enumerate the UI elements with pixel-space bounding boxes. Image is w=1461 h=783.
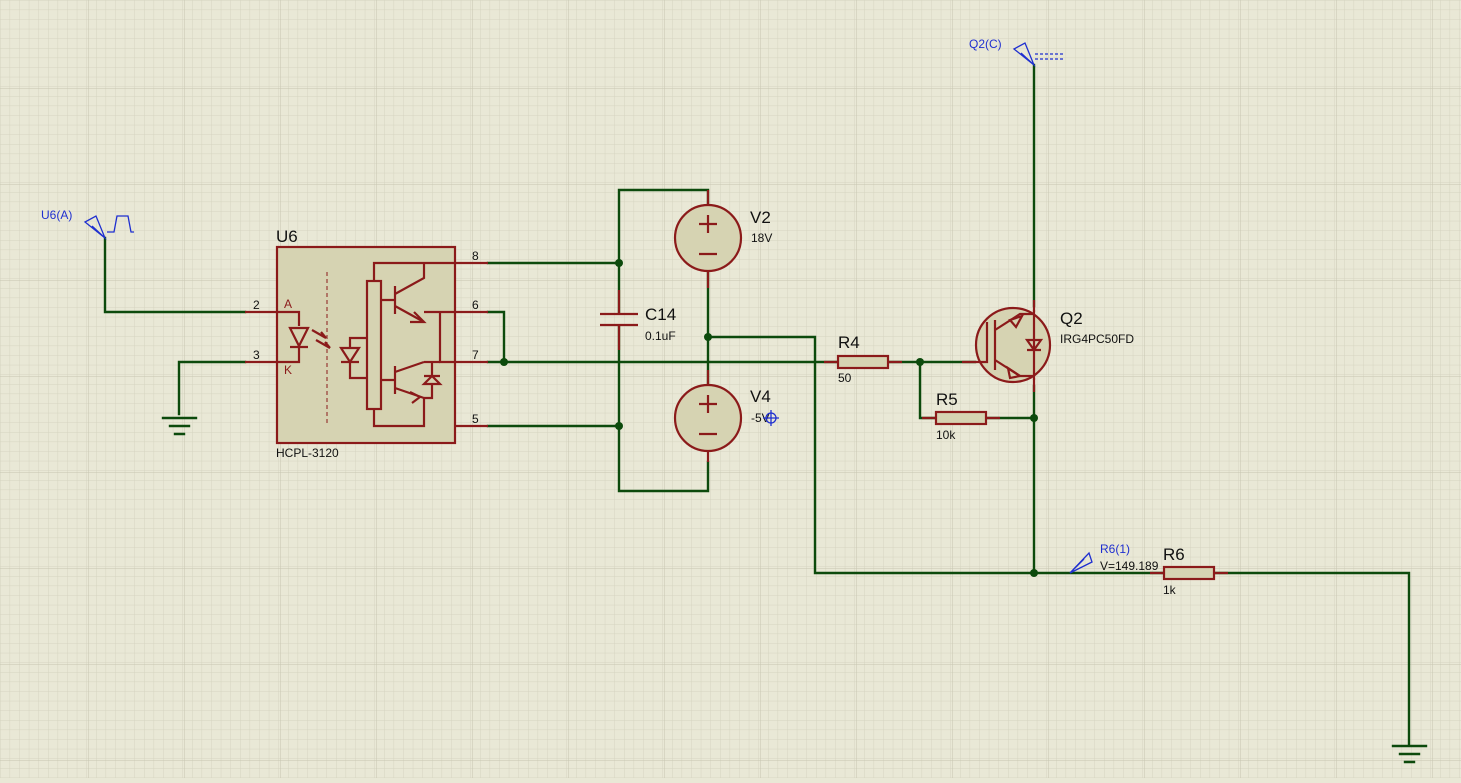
- u6-optocoupler[interactable]: U6 HCPL-3120 2 3 8 6 7 5 A K: [245, 227, 488, 460]
- wire-vee-loop[interactable]: [617, 325, 710, 493]
- q2-value: IRG4PC50FD: [1060, 332, 1134, 346]
- probe-r6-1-label: R6(1): [1100, 542, 1130, 556]
- v2-value: 18V: [751, 231, 772, 245]
- junctions: [500, 259, 1038, 577]
- wire-pin6-to-pin7[interactable]: [486, 310, 506, 364]
- junction-dot: [615, 422, 623, 430]
- resistor-icon: [934, 410, 988, 426]
- probe-icon: [1012, 42, 1036, 68]
- plus-icon: [699, 395, 717, 413]
- probe-u6a-label: U6(A): [41, 208, 72, 222]
- r5-resistor[interactable]: R5 10k: [922, 390, 1000, 442]
- u6-pin7-number: 7: [472, 348, 479, 362]
- r4-resistor[interactable]: R4 50: [824, 333, 902, 385]
- wire-u6a-input[interactable]: [103, 236, 247, 314]
- wire-emitter-ref[interactable]: [706, 335, 1036, 575]
- c14-value: 0.1uF: [645, 329, 676, 343]
- r4-ref: R4: [838, 333, 860, 352]
- led-icon: [277, 310, 331, 364]
- u6-pin3-number: 3: [253, 348, 260, 362]
- igbt-icon: [977, 310, 1044, 380]
- r6-ref: R6: [1163, 545, 1185, 564]
- probe-r6-1-reading: V=149.189: [1100, 559, 1159, 573]
- r6-resistor[interactable]: R6 1k: [1150, 545, 1228, 597]
- r6-value: 1k: [1163, 583, 1177, 597]
- u6-pin-lines: [245, 261, 488, 428]
- c14-capacitor[interactable]: C14 0.1uF: [600, 290, 676, 350]
- wire-u6k-ground[interactable]: [177, 360, 247, 416]
- u6-value: HCPL-3120: [276, 446, 339, 460]
- v4-dc-source[interactable]: V4 -5V: [673, 370, 779, 462]
- probe-icon: [1069, 551, 1093, 574]
- c14-ref: C14: [645, 305, 676, 324]
- r5-value: 10k: [936, 428, 956, 442]
- u6-pin5-number: 5: [472, 412, 479, 426]
- u6-pin6-number: 6: [472, 298, 479, 312]
- r4-value: 50: [838, 371, 852, 385]
- wires: [103, 63, 1411, 746]
- junction-dot: [500, 358, 508, 366]
- junction-dot: [1030, 414, 1038, 422]
- upper-transistor-icon: [372, 261, 455, 364]
- probe-r6-1[interactable]: R6(1) V=149.189: [1069, 542, 1159, 574]
- ground-symbol-left[interactable]: [161, 416, 198, 436]
- v4-body: [673, 383, 743, 453]
- v2-body: [673, 203, 743, 273]
- ground-icon: [1391, 744, 1428, 764]
- v2-ref: V2: [750, 208, 771, 227]
- probe-u6a[interactable]: U6(A): [41, 208, 134, 241]
- ground-symbol-right[interactable]: [1391, 744, 1428, 764]
- u6-pin2-number: 2: [253, 298, 260, 312]
- q2-ref: Q2: [1060, 309, 1083, 328]
- resistor-icon: [836, 354, 890, 370]
- u6-pin8-number: 8: [472, 249, 479, 263]
- lower-transistor-icon: [372, 360, 443, 428]
- junction-dot: [1030, 569, 1038, 577]
- v4-ref: V4: [750, 387, 771, 406]
- wire-r6-right[interactable]: [1213, 571, 1411, 746]
- junction-dot: [615, 259, 623, 267]
- probe-q2c[interactable]: Q2(C): [969, 37, 1064, 68]
- ground-icon: [161, 416, 198, 436]
- pulse-waveform-icon: [107, 215, 134, 233]
- r5-ref: R5: [936, 390, 958, 409]
- junction-dot: [704, 333, 712, 341]
- crosshair-icon: [763, 410, 779, 426]
- v4-value: -5V: [751, 411, 770, 425]
- photodiode-icon: [338, 336, 367, 380]
- plus-icon: [699, 215, 717, 233]
- q2-igbt[interactable]: Q2 IRG4PC50FD: [962, 300, 1134, 392]
- capacitor-icon: [600, 312, 638, 327]
- v2-dc-source[interactable]: V2 18V: [673, 190, 772, 288]
- u6-pin-a-label: A: [284, 297, 292, 311]
- u6-pin-k-label: K: [284, 363, 292, 377]
- probe-icon: [83, 215, 107, 241]
- u6-ref: U6: [276, 227, 298, 246]
- resistor-icon: [1162, 565, 1216, 581]
- junction-dot: [916, 358, 924, 366]
- probe-q2c-label: Q2(C): [969, 37, 1002, 51]
